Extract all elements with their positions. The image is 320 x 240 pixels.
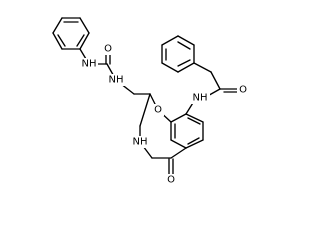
bond [57,34,66,47]
bond [185,113,204,123]
bond [161,62,179,73]
label-background [164,174,178,186]
bond [79,32,90,50]
bond [210,71,221,90]
atom-label-urea-oxygen: O [104,44,112,55]
label-background [130,136,150,148]
atom-label-urea-chain-nh: NH [109,75,124,86]
atom-label-lactam-nh: NH [133,137,148,148]
bond [79,17,90,34]
atom-label-amide-oxygen: O [239,85,247,96]
molecule-structure-diagram: NH NH O O NH O NH O [52,17,250,186]
label-background [151,104,164,116]
bond [161,35,179,46]
label-background [237,84,250,96]
atom-label-lactam-oxygen: O [167,175,175,186]
atom-labels: NH NH O O NH O NH O [79,43,250,186]
bond [177,59,191,67]
bond [52,32,63,50]
bond [193,62,212,73]
bond-lines [52,17,239,177]
bond [177,41,191,50]
atom-label-amide-nh: NH [193,93,208,104]
bond [170,147,187,159]
bond [187,137,200,145]
label-background [101,43,114,55]
atom-label-ring-oxygen: O [154,105,162,116]
bond [76,34,85,47]
bond [185,139,204,149]
bond [52,17,63,34]
bond [170,139,187,149]
atom-label-phenylurea-nh: NH [82,59,97,70]
label-background [79,58,98,70]
bond [187,117,201,125]
bond [177,35,195,46]
bond [139,93,151,127]
label-background [190,92,210,104]
label-background [106,74,125,86]
bond [177,62,195,73]
bond [170,113,187,123]
